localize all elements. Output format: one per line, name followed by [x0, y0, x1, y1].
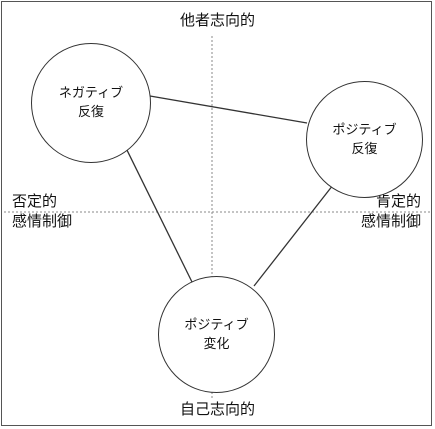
node-negative-repetition: ネガティブ 反復 [31, 43, 151, 163]
axis-label-right-line2: 感情制御 [360, 212, 421, 230]
node-positive-repetition-line1: ポジティブ [332, 122, 397, 138]
axis-label-top: 他者志向的 [179, 11, 255, 29]
node-positive-repetition: ポジティブ 反復 [306, 81, 423, 198]
edge-positive-repetition-to-change [253, 184, 334, 287]
axis-label-left-line1: 否定的 [12, 192, 58, 210]
edge-negative-to-positive-change [121, 139, 193, 283]
axis-label-left-line2: 感情制御 [12, 212, 73, 230]
axis-label-right-line1: 肯定的 [375, 192, 421, 210]
edge-negative-to-positive-repetition [149, 95, 308, 124]
axis-label-right: 肯定的 感情制御 [331, 191, 421, 231]
axis-label-left: 否定的 感情制御 [12, 191, 102, 231]
axis-label-bottom: 自己志向的 [179, 400, 255, 418]
node-positive-change: ポジティブ 変化 [158, 276, 275, 393]
node-negative-repetition-line2: 反復 [77, 105, 104, 120]
node-positive-change-line2: 変化 [203, 336, 230, 352]
node-positive-change-line1: ポジティブ [184, 317, 249, 333]
node-positive-repetition-line2: 反復 [351, 141, 378, 157]
node-negative-repetition-line1: ネガティブ [58, 86, 124, 101]
